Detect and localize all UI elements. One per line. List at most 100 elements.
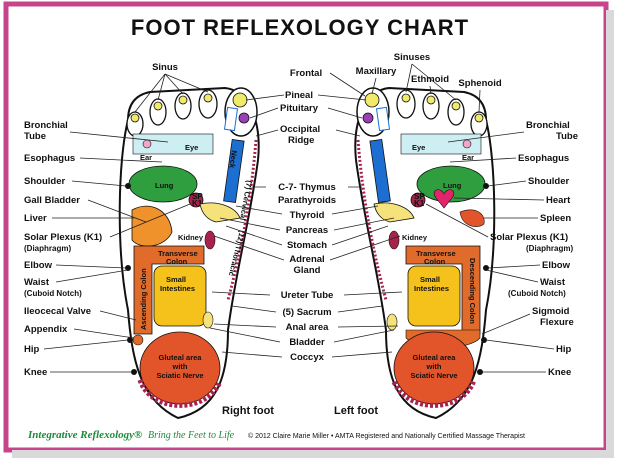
label-anal: Anal area <box>286 322 329 333</box>
leader-waist <box>55 269 129 283</box>
left-pineal-dot <box>364 92 380 108</box>
label-solar-plexus: Solar Plexus (K1) <box>24 232 102 243</box>
leader-solar-plexus <box>109 203 191 238</box>
label-r-bronchial-2: Tube <box>556 131 578 142</box>
label-diaphragm: (Diaphragm) <box>24 244 71 253</box>
leader-r-esophagus <box>449 157 517 163</box>
label-sinuses: Sinuses <box>394 52 430 63</box>
right-gluteal-3: Sciatic Nerve <box>156 371 203 380</box>
left-toe-2 <box>396 89 416 119</box>
right-eye-label: Eye <box>185 143 198 152</box>
leader-coccyx <box>221 351 393 358</box>
left-neck-band <box>369 139 391 203</box>
label-r-shoulder: Shoulder <box>528 176 569 187</box>
leader-pituitary <box>249 107 363 119</box>
leader-r-waist <box>485 269 539 283</box>
leader-thyroid <box>235 205 379 215</box>
right-ascending-colon-label: Ascending Colon <box>139 268 148 330</box>
left-kidney <box>388 230 400 250</box>
label-thyroid: Thyroid <box>290 210 325 221</box>
left-spleen <box>459 209 485 227</box>
label-hip: Hip <box>24 344 40 355</box>
left-elbow-marker <box>483 265 489 271</box>
leader-gall-bladder <box>87 199 147 223</box>
leader-r-shoulder <box>487 180 527 187</box>
right-gluteal-1: Gluteal area <box>159 353 203 362</box>
leader-pineal <box>245 94 367 101</box>
left-pancreas <box>373 202 415 223</box>
left-gluteal-2: with <box>426 362 442 371</box>
right-gluteal-2: with <box>172 362 188 371</box>
right-knee-marker <box>131 369 137 375</box>
label-liver: Liver <box>24 213 47 224</box>
label-bronchial-1: Bronchial <box>24 120 68 131</box>
right-elbow-marker <box>125 265 131 271</box>
left-sp-label: SP <box>414 192 425 201</box>
left-foot-caption: Left foot <box>334 405 378 417</box>
left-knee-marker <box>477 369 483 375</box>
label-r-waist: Waist <box>540 277 566 288</box>
left-pituitary-dot <box>362 112 374 124</box>
right-sp-label: SP <box>192 192 203 201</box>
right-small-intestines <box>153 265 207 327</box>
left-brain-band <box>375 106 391 132</box>
label-pineal: Pineal <box>285 90 313 101</box>
chart-title: FOOT REFLEXOLOGY CHART <box>131 15 469 40</box>
right-label-column: Sinuses Maxillary Ethmoid Sphenoid Bronc… <box>356 52 578 378</box>
left-foot: Ear Eye Lung SP K1 Kidney Transverse Col… <box>354 86 496 420</box>
leader-stomach <box>225 225 389 246</box>
left-sinus-dot <box>451 101 461 111</box>
leader-ileocecal <box>99 310 137 321</box>
left-k1-label: K1 <box>414 199 425 208</box>
label-stomach: Stomach <box>287 240 327 251</box>
label-r-elbow: Elbow <box>542 260 571 271</box>
right-ear-label: Ear <box>140 153 152 162</box>
left-spine <box>356 139 388 301</box>
label-ileocecal: Ileocecal Valve <box>24 306 91 317</box>
label-sigmoid-1: Sigmoid <box>532 306 570 317</box>
label-waist: Waist <box>24 277 50 288</box>
right-foot: Neck Ear Eye Lung SP K1 Kidney Transvers… <box>118 86 260 420</box>
leader-anal <box>213 323 399 328</box>
leader-ureter <box>211 291 403 296</box>
right-bladder <box>202 311 214 329</box>
label-occipital-1: Occipital <box>280 124 320 135</box>
left-transverse-1: Transverse <box>416 249 456 258</box>
label-gall-bladder: Gall Bladder <box>24 195 80 206</box>
left-label-column: Sinus Bronchial Tube Esophagus Shoulder … <box>24 62 209 378</box>
left-hip-marker <box>481 337 487 343</box>
left-transverse-2: Colon <box>424 257 446 266</box>
right-small-1: Small <box>166 275 186 284</box>
label-spleen: Spleen <box>540 213 571 224</box>
right-ear-eye-zone <box>132 133 214 155</box>
left-lung-label: Lung <box>443 181 462 190</box>
label-ethmoid: Ethmoid <box>411 74 449 85</box>
right-sinus-dot <box>130 113 140 123</box>
right-kidney <box>204 230 216 250</box>
label-sigmoid-2: Flexure <box>540 317 574 328</box>
pink-border <box>3 1 609 453</box>
label-esophagus: Esophagus <box>24 153 75 164</box>
label-elbow: Elbow <box>24 260 53 271</box>
leader-occipital <box>255 129 361 137</box>
leader-frontal <box>329 72 366 97</box>
label-maxillary: Maxillary <box>356 66 397 77</box>
right-hip-marker <box>127 337 133 343</box>
center-label-column: Frontal Pineal Pituitary Occipital Ridge… <box>209 68 403 363</box>
left-sinus-dot <box>426 95 436 105</box>
label-bronchial-2: Tube <box>24 131 46 142</box>
right-colon <box>133 245 205 335</box>
leader-esophagus <box>79 157 163 163</box>
label-parathyroids: Parathyroids <box>278 195 336 206</box>
left-solar-plexus <box>410 192 426 208</box>
label-sinus: Sinus <box>152 62 178 73</box>
left-kidney-label: Kidney <box>402 233 428 242</box>
left-sinus-dot <box>474 113 484 123</box>
left-bladder <box>386 313 398 331</box>
left-gluteal <box>393 331 475 405</box>
footer-brand: Integrative Reflexology® <box>27 429 142 441</box>
right-neck-band <box>223 139 245 203</box>
left-eye-label: Eye <box>412 143 425 152</box>
right-shoulder-marker <box>125 183 131 189</box>
